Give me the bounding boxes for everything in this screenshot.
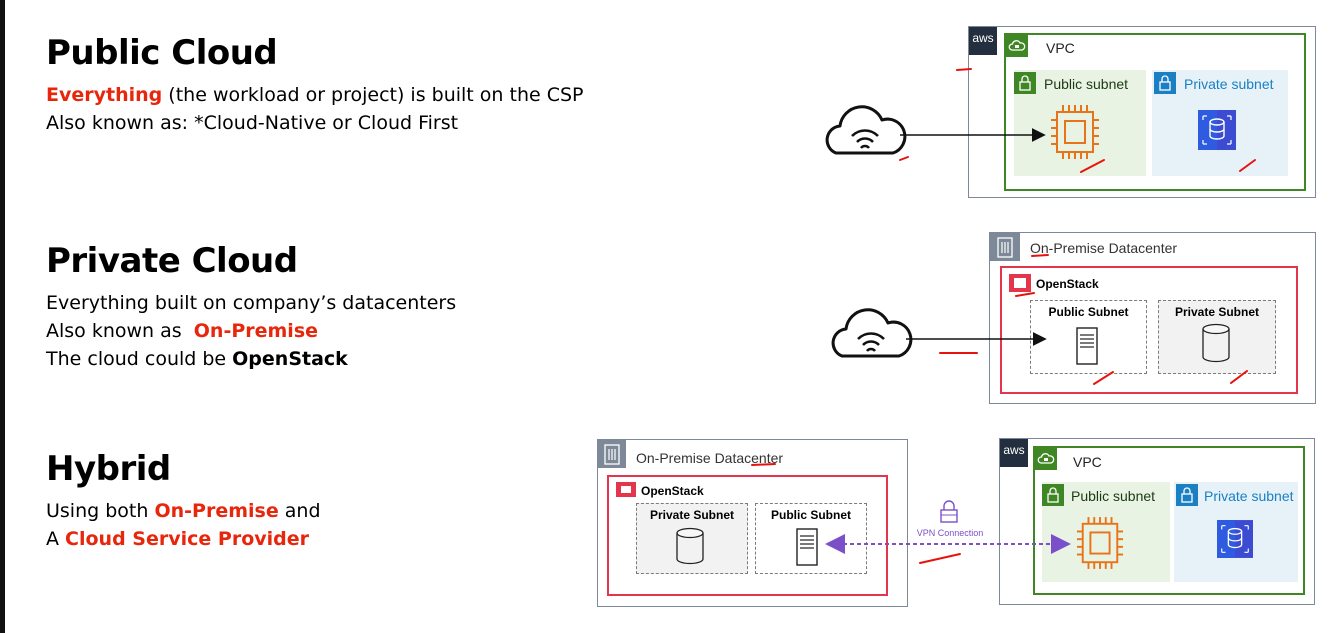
left-edge-bar [0, 0, 5, 633]
openstack-logo-icon [1009, 274, 1031, 292]
hybrid-title: Hybrid [46, 449, 171, 489]
hybrid-line-2: A Cloud Service Provider [46, 525, 321, 553]
public-subnet-lock-icon [1014, 72, 1036, 94]
public-cloud-section: Public Cloud Everything (the workload or… [46, 36, 584, 137]
onprem-private-subnet-label: Private Subnet [1174, 305, 1260, 319]
vpn-lock-icon [940, 500, 958, 523]
hybrid-aws-private-subnet-label: Private subnet [1204, 488, 1294, 504]
public-cloud-line-1: Everything (the workload or project) is … [46, 81, 584, 109]
internet-cloud-icon-2 [831, 308, 913, 358]
datacenter-building-icon [990, 233, 1020, 261]
hybrid-line-1-suffix: and [278, 500, 321, 522]
annotation-marks [751, 68, 1256, 564]
hybrid-vpc-icon [1035, 448, 1057, 470]
onprem-public-subnet [1030, 300, 1147, 374]
vpc-label: VPC [1046, 40, 1075, 56]
hybrid-datacenter-label: On-Premise Datacenter [636, 450, 784, 466]
hybrid-aws-logo: aws [1000, 439, 1028, 467]
hybrid-openstack-logo-icon [616, 482, 636, 497]
private-subnet-label: Private subnet [1184, 76, 1274, 92]
vpn-connection-label: VPN Connection [916, 528, 984, 538]
openstack-container [1000, 266, 1298, 394]
private-cloud-title: Private Cloud [46, 241, 298, 281]
on-premise-highlight: On-Premise [193, 320, 319, 342]
hybrid-public-subnet-label: Public Subnet [770, 508, 851, 522]
private-cloud-line-1: Everything built on company’s datacenter… [46, 292, 457, 314]
hybrid-server-icon [796, 528, 818, 566]
private-cloud-line-3-prefix: The cloud could be [46, 348, 233, 370]
hybrid-private-subnet [636, 503, 748, 574]
hybrid-aws-public-subnet-label: Public subnet [1071, 488, 1156, 504]
hybrid-aws-public-subnet-lock-icon [1042, 484, 1064, 506]
hybrid-line-1: Using both On-Premise and [46, 497, 321, 525]
everything-highlight: Everything [46, 84, 163, 106]
hybrid-datacenter-building-icon [598, 440, 626, 468]
private-cloud-section: Private Cloud Everything built on compan… [46, 244, 456, 373]
ec2-chip-icon [1051, 105, 1099, 159]
public-cloud-line-1-rest: (the workload or project) is built on th… [162, 84, 584, 106]
public-cloud-title: Public Cloud [46, 33, 278, 73]
private-cloud-line-2-prefix: Also known as [46, 320, 194, 342]
hybrid-private-subnet-label: Private Subnet [649, 508, 735, 522]
openstack-bold: OpenStack [232, 348, 348, 370]
internet-cloud-icon [825, 105, 907, 155]
public-cloud-line-2: Also known as: *Cloud-Native or Cloud Fi… [46, 112, 459, 134]
datacenter-label: On-Premise Datacenter [1030, 240, 1178, 256]
private-subnet-lock-icon [1154, 72, 1176, 94]
database-cylinder-icon [1202, 323, 1230, 363]
hybrid-on-premise-highlight: On-Premise [154, 500, 279, 522]
vpc-icon [1006, 35, 1028, 57]
hybrid-section: Hybrid Using both On-Premise and A Cloud… [46, 452, 321, 553]
hybrid-vpc-label: VPC [1073, 454, 1102, 470]
onprem-public-subnet-label: Public Subnet [1048, 305, 1129, 319]
aws-logo: aws [969, 27, 997, 55]
hybrid-line-1-prefix: Using both [46, 500, 155, 522]
rds-database-icon [1198, 110, 1236, 150]
private-cloud-line-3: The cloud could be OpenStack [46, 345, 456, 373]
hybrid-database-cylinder-icon [676, 527, 704, 565]
csp-highlight: Cloud Service Provider [65, 528, 310, 550]
hybrid-aws-private-subnet-lock-icon [1176, 484, 1198, 506]
private-cloud-line-2: Also known as On-Premise [46, 317, 456, 345]
hybrid-line-2-prefix: A [46, 528, 66, 550]
public-subnet-label: Public subnet [1044, 76, 1129, 92]
openstack-label: OpenStack [1036, 277, 1099, 291]
hybrid-ec2-chip-icon [1076, 517, 1124, 569]
server-icon [1076, 327, 1098, 365]
hybrid-openstack-label: OpenStack [641, 484, 704, 498]
hybrid-rds-database-icon [1217, 520, 1253, 558]
